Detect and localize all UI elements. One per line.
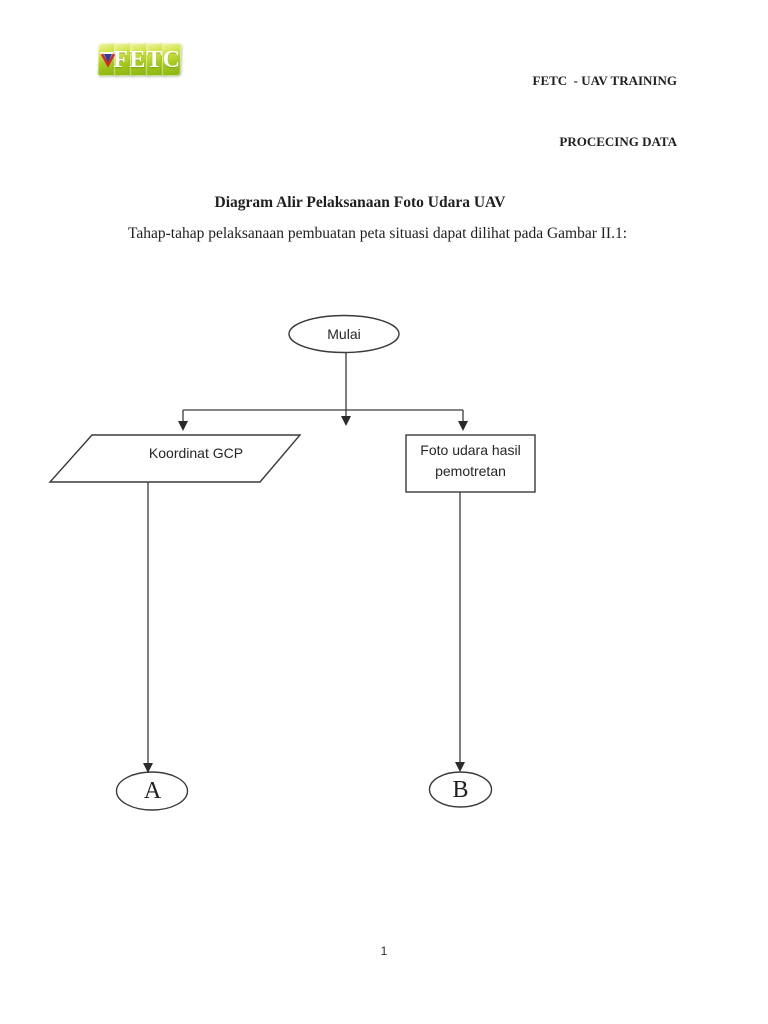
fetc-logo: F E T C [97, 42, 182, 79]
node-foto-udara-shape [405, 434, 536, 493]
node-mulai-shape [288, 314, 400, 354]
logo-letter: T [146, 47, 163, 73]
node-koordinat-gcp-label: Koordinat GCP [148, 445, 244, 461]
logo-wordmark: F E T C [112, 44, 180, 77]
flowchart-nodes [48, 314, 536, 811]
flowchart-connectors [147, 352, 464, 765]
node-foto-udara-label: Foto udara hasil pemotretan [406, 440, 535, 482]
logo-letter: F [113, 47, 128, 73]
page-number: 1 [380, 944, 388, 958]
logo-letter: C [162, 47, 181, 73]
node-connector-a-shape [115, 771, 189, 811]
node-koordinat-gcp-shape [48, 434, 302, 483]
logo-check-emblem-icon [100, 52, 116, 67]
node-connector-b-shape [428, 771, 493, 808]
page-header: FETC - UAV TRAINING PROCECING DATA [533, 41, 677, 182]
node-foto-udara-label-line1: Foto udara hasil [420, 442, 521, 458]
node-connector-b-label: B [452, 777, 469, 803]
page-subtitle: Tahap-tahap pelaksanaan pembuatan peta s… [128, 225, 628, 242]
flowchart-arrowheads [143, 416, 468, 773]
logo-letter: E [129, 47, 146, 73]
arrowhead-a [143, 763, 153, 773]
page-title: Diagram Alir Pelaksanaan Foto Udara UAV [214, 194, 506, 211]
node-mulai-label: Mulai [327, 326, 361, 342]
arrowhead-right [458, 421, 468, 431]
node-foto-udara-label-line2: pemotretan [435, 463, 506, 479]
arrowhead-center [341, 416, 351, 426]
arrowhead-b [455, 762, 465, 772]
header-line-2: PROCECING DATA [559, 134, 677, 149]
node-connector-a-label: A [143, 778, 162, 804]
arrowhead-left [178, 421, 188, 431]
header-line-1: FETC - UAV TRAINING [532, 73, 677, 88]
